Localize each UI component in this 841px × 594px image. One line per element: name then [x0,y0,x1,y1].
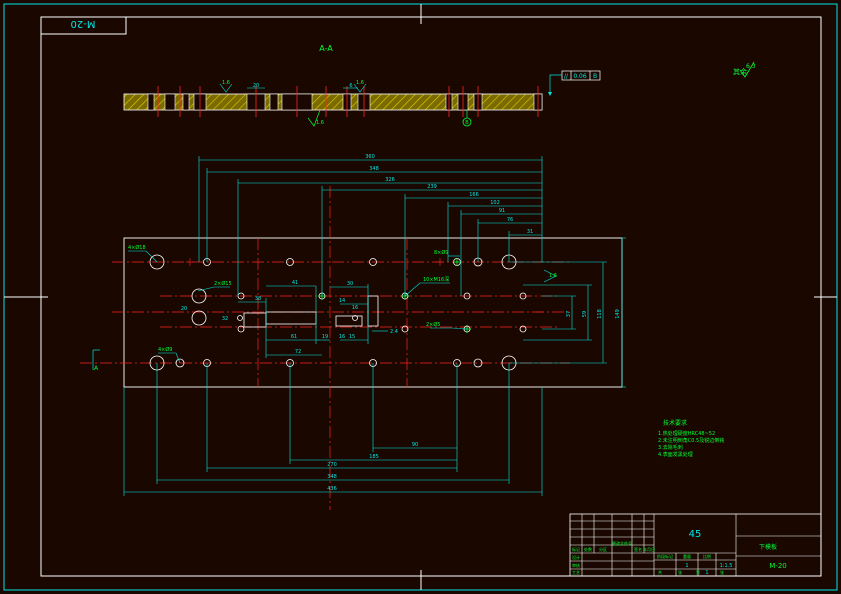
stamp-code: M-20 [71,18,96,29]
callout-h4: 8×Ø9 [434,249,449,256]
dim-top-3: 239 [427,184,437,190]
tech-item-1: 2.未注明倒角C0.5及锐边倒钝 [658,437,724,444]
dims-right-labels: 37 59 118 149 1.6 [549,273,621,319]
tb-scale: 1:1.5 [720,563,733,569]
tb-row-1: 审核 [572,562,580,568]
dim-top-1: 348 [369,166,379,172]
dim-top-7: 76 [507,217,513,223]
stamp-box: M-20 [40,16,127,35]
callout-h2: 2×Ø15 [214,280,232,287]
dim-small-10: 19 [322,334,328,340]
dim-small-9: 20 [181,306,187,312]
dim-top-0: 360 [365,154,375,160]
tb-qty: 1 [685,563,688,569]
dim-bottom-2: 270 [327,462,337,468]
flatness-tolerance-frame: // 0.06 B [548,70,601,96]
hole-callouts: 4×Ø18 2×Ø15 10×M16深 8×Ø9 2×Ø5 4×Ø9 [128,244,468,364]
dims-right [509,237,626,388]
dim-small-6: 61 [291,334,297,340]
tb-drawing-no: M-20 [769,562,786,570]
dim-right-2: 118 [597,309,603,319]
dims-top [198,156,543,296]
dim-bottom-0: 90 [412,442,418,448]
roughness-note-label: 其余 [733,67,747,76]
callout-h5: 2×Ø5 [426,321,441,328]
dims-bottom-labels: 90 185 270 348 436 [327,442,418,492]
tech-title: 技术要求 [663,419,687,427]
drawing-frame [3,3,838,591]
tb-sheet-label-2: 第 [696,569,700,575]
dim-small-12: 2.4 [390,329,398,335]
dim-small-2: 30 [347,281,353,287]
callout-h1: 4×Ø18 [128,244,146,251]
tech-item-0: 1.热处理硬度HRC48~52 [658,430,715,437]
tb-col-0: 阶段标记 [657,553,673,559]
tb-row-2: 工艺 [572,570,580,575]
dim-right-1: 59 [582,311,588,317]
svg-text:6: 6 [349,83,352,89]
tech-requirements: 技术要求 1.热处理硬度HRC48~52 2.未注明倒角C0.5及锐边倒钝 3.… [658,419,724,458]
callout-h6: 4×Ø9 [158,346,173,353]
tb-sheet-label-3: 张 [720,569,724,575]
dim-small-8: 32 [222,316,228,322]
tb-part-name: 下模板 [759,543,777,551]
tb-material: 45 [689,529,702,540]
dim-bottom-3: 348 [327,474,337,480]
tech-item-2: 3.去除毛刺 [658,444,683,451]
dim-top-2: 326 [385,177,395,183]
svg-text:1.6: 1.6 [222,80,230,86]
dim-bottom-4: 436 [327,486,337,492]
tb-header-4: 签名 [634,546,642,552]
tb-header-3: 更改文件号 [612,540,632,546]
callout-h3: 10×M16深 [423,276,449,283]
dims-top-labels: 360 348 326 239 166 102 91 76 31 [365,154,533,235]
dim-top-8: 31 [527,229,533,235]
svg-text://: // [564,73,569,80]
tb-col-2: 比例 [703,553,711,559]
tb-header-1: 处数 [584,546,592,552]
tb-sheet-label-1: 张 [678,569,682,575]
section-view: 20 6 1.6 1.6 1.6 B [123,80,543,127]
title-block: 45 下模板 M-20 1:1.5 1 1 阶段标记 重量 比例 标记 处数 分… [569,513,822,577]
dim-top-5: 102 [490,200,500,206]
dim-small-1: 41 [292,280,298,286]
dim-right-0: 37 [566,311,572,317]
tb-header-2: 分区 [599,546,607,552]
section-label: A-A [319,44,333,53]
tb-sheet: 1 [705,570,708,576]
flatness-datum: B [593,73,597,80]
dim-small-11: 16 [339,334,345,340]
svg-text:1.6: 1.6 [549,273,557,279]
svg-text:20: 20 [253,83,259,89]
flatness-tol: 0.06 [573,73,587,80]
dim-small-4: 16 [352,305,358,311]
dim-bottom-1: 185 [369,454,379,460]
dim-small-5: 15 [349,334,355,340]
tb-header-0: 标记 [572,546,580,552]
dim-right-3: 149 [615,309,621,319]
dims-small-labels: 38 41 30 14 16 15 61 72 32 20 19 16 2.4 [181,280,398,355]
dim-small-0: 38 [255,296,261,302]
dim-small-7: 72 [295,349,301,355]
dim-small-3: 14 [339,298,345,304]
tb-row-0: 设计 [572,554,580,560]
svg-text:1.6: 1.6 [356,80,364,86]
tb-header-5: 年月日 [643,546,655,552]
datum-label: B [465,120,469,126]
tb-sheet-label-0: 共 [658,569,662,575]
dims-bottom [123,363,543,496]
roughness-note: 其余 6.3 [733,61,756,78]
svg-text:1.6: 1.6 [316,120,324,126]
tech-item-3: 4.表面发黑处理 [658,451,693,458]
dim-top-4: 166 [469,192,479,198]
dim-top-6: 91 [499,208,505,214]
section-mark: A [94,365,99,372]
tb-col-1: 重量 [683,553,691,559]
dims-small [238,284,388,358]
